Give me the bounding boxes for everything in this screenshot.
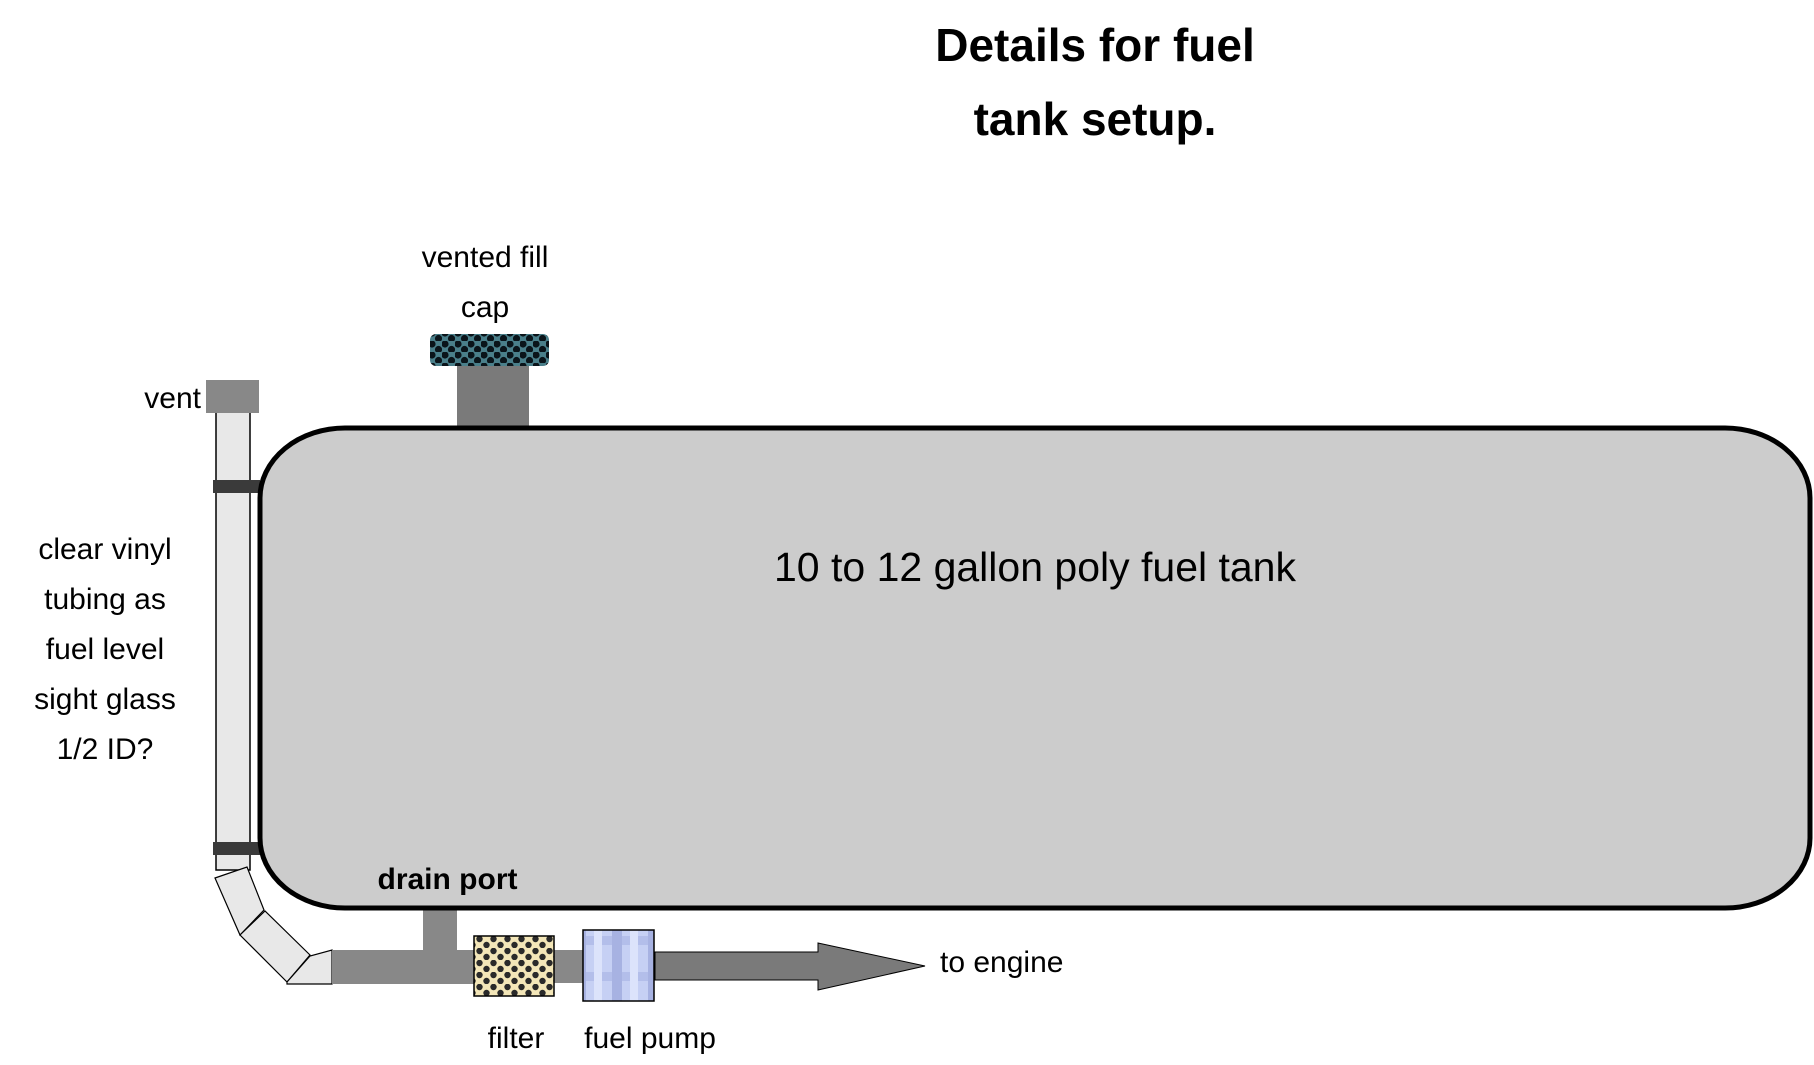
title-line-1: Details for fuel	[935, 19, 1255, 71]
to-engine-label: to engine	[940, 946, 1064, 979]
lower-clamp	[213, 842, 260, 855]
diagram-title: Details for fuel tank setup.	[880, 8, 1310, 156]
filter-label: filter	[487, 1022, 545, 1055]
fuel-filter	[473, 935, 555, 997]
vented-fill-cap	[430, 334, 549, 366]
drain-port-stub	[423, 904, 457, 954]
tank-label: 10 to 12 gallon poly fuel tank	[774, 544, 1296, 590]
sight-glass-label-line: tubing as	[44, 583, 166, 616]
title-line-2: tank setup.	[973, 93, 1217, 145]
sight-glass-label-line: fuel level	[45, 633, 165, 666]
sight-glass-label: clear vinyl tubing as fuel level sight g…	[10, 525, 200, 775]
drain-port-label: drain port	[377, 863, 518, 896]
vent-cap	[206, 380, 259, 413]
fill-cap-label-line-2: cap	[460, 291, 510, 324]
fuel-pump	[582, 929, 655, 1002]
fill-cap-label: vented fill cap	[405, 233, 565, 333]
sight-glass-label-line: sight glass	[34, 683, 176, 716]
sight-glass-label-line: clear vinyl	[38, 533, 172, 566]
sight-glass-label-line: 1/2 ID?	[56, 733, 154, 766]
fill-cap-label-line-1: vented fill	[421, 241, 549, 274]
fuel-tank	[257, 425, 1813, 911]
fill-neck	[457, 366, 529, 428]
fuel-line-to-pump	[554, 950, 584, 983]
upper-clamp	[213, 480, 260, 493]
fuel-pump-label: fuel pump	[584, 1022, 716, 1055]
tubing-elbow	[214, 866, 333, 985]
to-engine-arrow	[654, 942, 926, 991]
vent-label: vent	[144, 382, 201, 415]
fuel-line-to-filter	[332, 950, 476, 984]
